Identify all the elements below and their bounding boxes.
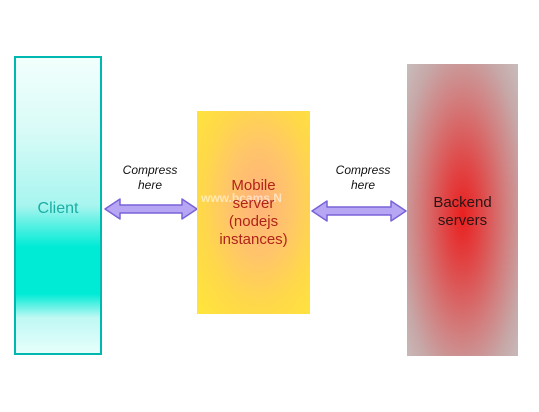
bidirectional-arrow-left-icon <box>104 198 198 220</box>
client-label: Client <box>37 200 79 217</box>
compress-label-right: Compress here <box>335 163 391 192</box>
client-node: Client <box>14 56 102 355</box>
watermark-text: www.bcams.N <box>201 191 282 205</box>
mobile-server-node: www.bcams.N Mobile server (nodejs instan… <box>197 111 310 314</box>
backend-servers-node: Backend servers <box>407 64 518 356</box>
backend-servers-label: Backend servers <box>433 194 492 229</box>
bidirectional-arrow-right-icon <box>311 200 407 222</box>
mobile-server-label: Mobile server (nodejs instances) <box>219 177 288 248</box>
compress-label-left: Compress here <box>122 163 178 192</box>
